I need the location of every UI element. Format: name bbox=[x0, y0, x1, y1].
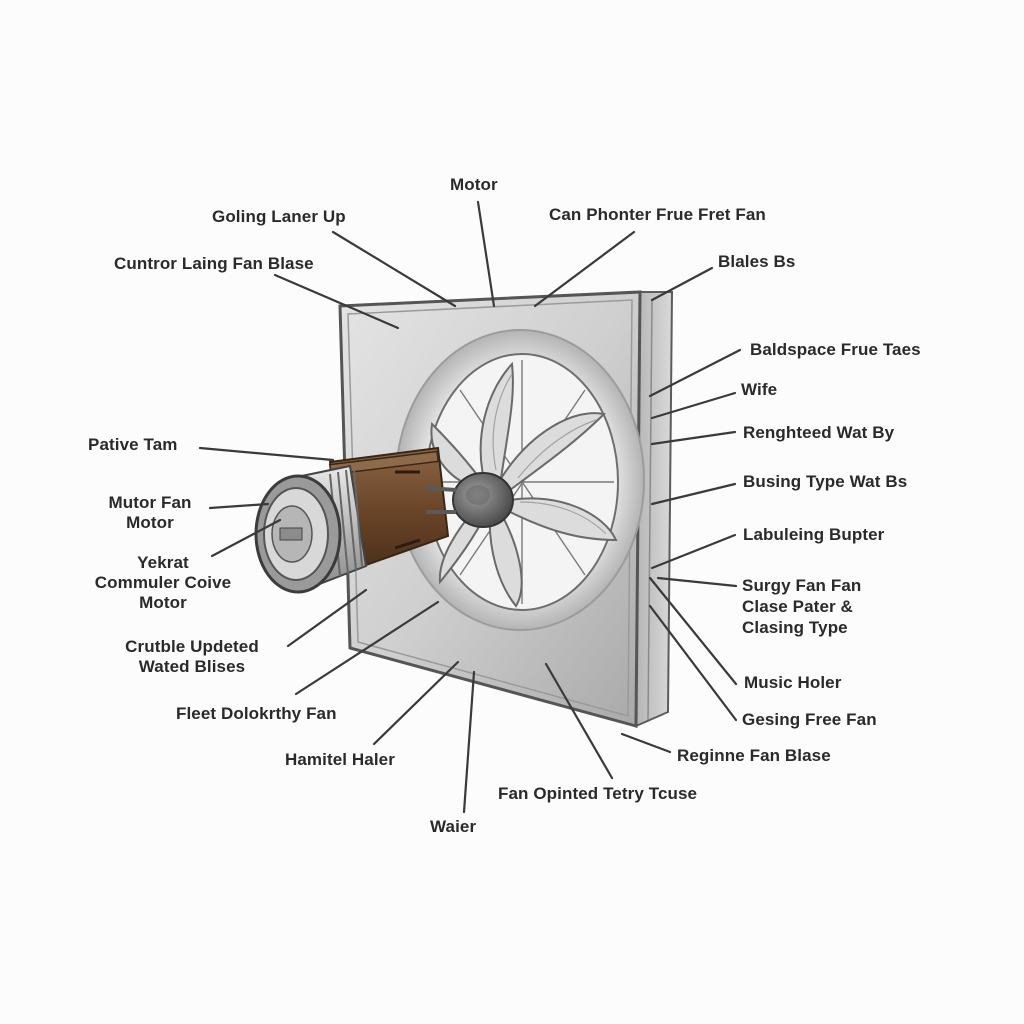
leader-fan-opinted bbox=[544, 662, 614, 780]
label-motor-top: Motor bbox=[450, 175, 498, 194]
leader-renghteed bbox=[650, 430, 737, 446]
leader-waier bbox=[462, 670, 476, 814]
label-curtor-laing: Cuntror Laing Fan Blase bbox=[114, 254, 314, 273]
leader-music-holer bbox=[648, 576, 738, 686]
label-can-phonter: Can Phonter Frue Fret Fan bbox=[549, 205, 766, 224]
label-renghteed: Renghteed Wat By bbox=[743, 423, 895, 442]
leader-yekrat bbox=[210, 518, 282, 558]
leader-goling-laner bbox=[331, 230, 457, 308]
leader-pative-tam bbox=[198, 446, 335, 462]
label-busing-type: Busing Type Wat Bs bbox=[743, 472, 908, 491]
label-regimne: Reginne Fan Blase bbox=[677, 746, 831, 765]
label-gesing-free-fan: Gesing Free Fan bbox=[742, 710, 877, 729]
label-goling-laner-up: Goling Laner Up bbox=[212, 207, 346, 226]
label-pative-tam: Pative Tam bbox=[88, 435, 178, 454]
label-baldspace: Baldspace Frue Taes bbox=[750, 340, 921, 359]
leader-busing bbox=[650, 482, 737, 506]
leader-motor-top bbox=[476, 200, 496, 308]
label-crutble: Crutble Updeted Wated Blises bbox=[125, 637, 259, 676]
leader-lines bbox=[198, 200, 742, 814]
label-music-holer: Music Holer bbox=[744, 673, 842, 692]
label-surgy-fan: Surgy Fan Fan Clase Pater & Clasing Type bbox=[742, 576, 862, 637]
leader-baldspace bbox=[648, 348, 742, 398]
leader-regimne bbox=[620, 732, 672, 754]
label-yekrat: Yekrat Commuler Coive Motor bbox=[94, 553, 232, 612]
label-fleet: Fleet Dolokrthy Fan bbox=[176, 704, 337, 723]
label-hamitel: Hamitel Haler bbox=[285, 750, 395, 769]
label-fan-opinted: Fan Opinted Tetry Tcuse bbox=[498, 784, 698, 803]
leader-gesing bbox=[648, 604, 738, 722]
label-wife: Wife bbox=[741, 380, 778, 399]
leader-crutble bbox=[286, 588, 368, 648]
label-labuleing: Labuleing Bupter bbox=[743, 525, 885, 544]
fan-blades bbox=[430, 360, 618, 608]
fan-hub bbox=[452, 472, 514, 528]
leader-blales bbox=[650, 266, 714, 302]
label-waier: Waier bbox=[430, 817, 477, 836]
label-blales-bs: Blales Bs bbox=[718, 252, 796, 271]
leader-labuleing bbox=[650, 533, 737, 570]
motor-end-cap bbox=[254, 464, 368, 594]
label-mutor-fan: Mutor Fan Motor bbox=[108, 493, 192, 532]
leader-wife bbox=[650, 391, 737, 420]
leader-fleet bbox=[294, 600, 440, 696]
leader-surgy bbox=[656, 576, 738, 588]
leader-hamitel bbox=[372, 660, 460, 746]
leader-curtor-laing bbox=[273, 273, 400, 330]
leader-can-phonter bbox=[533, 230, 636, 308]
leader-mutor-fan bbox=[208, 502, 270, 510]
